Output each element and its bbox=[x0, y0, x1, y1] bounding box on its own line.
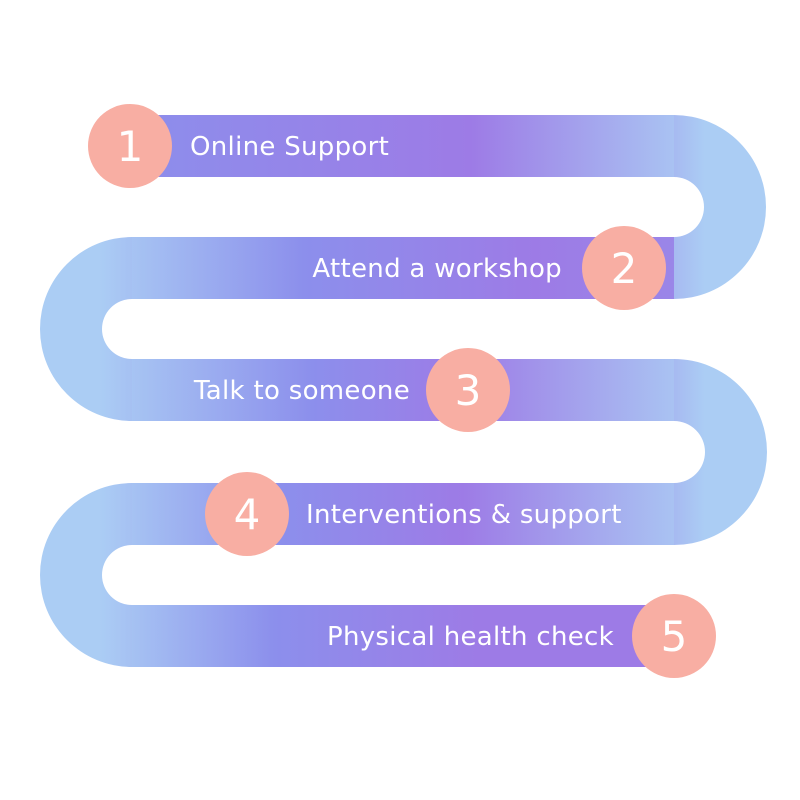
step-1: 1 bbox=[88, 104, 172, 188]
step-number: 4 bbox=[234, 490, 261, 539]
path-turn bbox=[40, 483, 132, 667]
step-label: Interventions & support bbox=[306, 500, 622, 530]
step-label: Talk to someone bbox=[193, 376, 410, 406]
step-2: 2 bbox=[582, 226, 666, 310]
path-turn bbox=[40, 237, 132, 421]
path-turn bbox=[674, 115, 766, 299]
step-number: 1 bbox=[117, 122, 144, 171]
step-badge bbox=[426, 348, 510, 432]
step-4: 4 bbox=[205, 472, 289, 556]
path-segment bbox=[130, 115, 674, 177]
step-5: 5 bbox=[632, 594, 716, 678]
step-number: 3 bbox=[455, 366, 482, 415]
step-number: 5 bbox=[661, 612, 688, 661]
step-badge bbox=[582, 226, 666, 310]
step-badge bbox=[205, 472, 289, 556]
step-label: Online Support bbox=[190, 132, 389, 162]
step-label: Attend a workshop bbox=[312, 254, 562, 284]
step-number: 2 bbox=[611, 244, 638, 293]
step-badge bbox=[632, 594, 716, 678]
step-label: Physical health check bbox=[327, 622, 614, 652]
step-3: 3 bbox=[426, 348, 510, 432]
path-segment bbox=[132, 359, 674, 421]
path-turn bbox=[674, 359, 767, 545]
step-badges: 1 2 3 4 5 bbox=[88, 104, 716, 678]
step-badge bbox=[88, 104, 172, 188]
path-segment bbox=[132, 605, 680, 667]
